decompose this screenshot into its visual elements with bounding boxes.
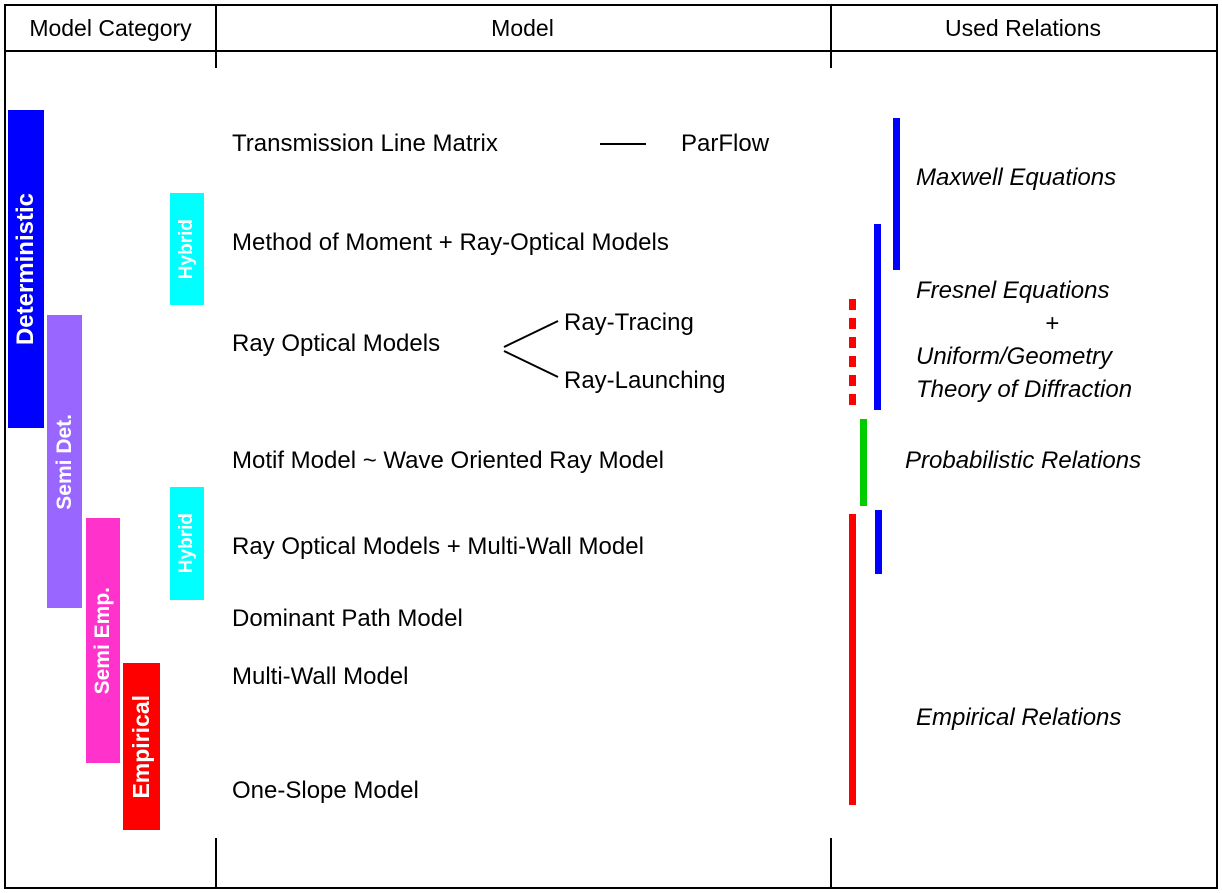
hybrid-bar-top: Hybrid — [170, 193, 204, 305]
category-bar-semi-emp: Semi Emp. — [86, 518, 120, 763]
relation-probabilistic: Probabilistic Relations — [905, 447, 1142, 474]
category-label-semi-emp: Semi Emp. — [91, 586, 114, 695]
header-used-relations: Used Relations — [945, 15, 1101, 41]
probabilistic-relation-line — [860, 419, 867, 506]
dotted-red-relation-line — [849, 299, 856, 411]
header-model-category: Model Category — [29, 15, 192, 41]
hybrid-blue-relation-line — [875, 510, 882, 574]
category-label-semi-det: Semi Det. — [52, 413, 76, 510]
maxwell-relation-line — [893, 118, 900, 270]
header-divider-line — [4, 50, 1218, 52]
fresnel-relation-line — [874, 224, 881, 410]
relation-uniform-geometry: Uniform/Geometry — [916, 343, 1113, 370]
relation-maxwell-equations: Maxwell Equations — [916, 164, 1117, 191]
relation-empirical: Empirical Relations — [916, 704, 1122, 731]
model-one-slope: One-Slope Model — [232, 777, 419, 804]
relation-fresnel-equations: Fresnel Equations — [916, 277, 1110, 304]
model-ray-tracing: Ray-Tracing — [564, 309, 694, 336]
relation-theory-of-diffraction: Theory of Diffraction — [916, 376, 1133, 403]
header-model: Model — [491, 15, 554, 41]
model-dominant-path: Dominant Path Model — [232, 605, 463, 632]
hybrid-label-bottom: Hybrid — [176, 513, 197, 574]
hybrid-label-top: Hybrid — [176, 218, 197, 280]
hybrid-bar-bottom: Hybrid — [170, 487, 204, 600]
tlm-parflow-connector-line — [600, 143, 646, 145]
model-motif: Motif Model ~ Wave Oriented Ray Model — [232, 447, 664, 474]
category-bar-semi-det: Semi Det. — [47, 315, 82, 608]
column-divider-left-top — [215, 4, 217, 68]
category-bar-deterministic: Deterministic — [8, 110, 44, 428]
model-method-of-moment: Method of Moment + Ray-Optical Models — [232, 229, 669, 256]
column-divider-left-bottom — [215, 838, 217, 887]
model-ray-optical-multi-wall: Ray Optical Models + Multi-Wall Model — [232, 533, 644, 560]
category-bar-empirical: Empirical — [123, 663, 160, 830]
column-divider-right-bottom — [830, 838, 832, 887]
category-label-deterministic: Deterministic — [12, 192, 39, 346]
relation-plus-sign: + — [1044, 310, 1059, 337]
model-parflow: ParFlow — [681, 130, 770, 157]
empirical-relation-line — [849, 514, 856, 805]
diagram-border — [4, 4, 1218, 889]
column-divider-right-top — [830, 4, 832, 68]
relation-fresnel-block: Fresnel Equations + Uniform/Geometry The… — [916, 274, 1188, 406]
model-ray-optical: Ray Optical Models — [232, 330, 441, 357]
model-multi-wall: Multi-Wall Model — [232, 663, 409, 690]
category-label-empirical: Empirical — [128, 694, 154, 799]
model-transmission-line-matrix: Transmission Line Matrix — [232, 130, 498, 157]
ray-optical-branch-lines — [503, 320, 559, 378]
model-ray-launching: Ray-Launching — [564, 367, 726, 394]
